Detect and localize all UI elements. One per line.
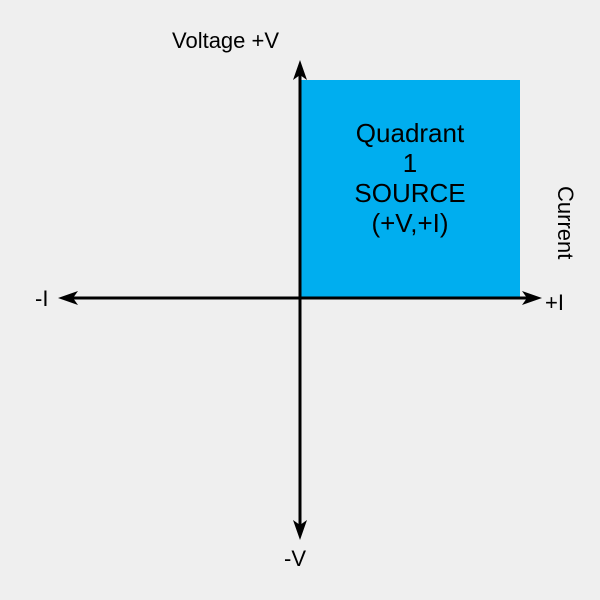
voltage-up-arrow — [293, 60, 307, 80]
quadrant-mode: SOURCE — [354, 178, 466, 208]
current-negative-label: -I — [35, 286, 49, 311]
voltage-negative-label: -V — [284, 546, 306, 571]
current-axis-title: Current — [553, 186, 578, 260]
current-left-arrow — [58, 291, 78, 305]
quadrant-1-label: Quadrant 1 SOURCE (+V,+I) — [300, 118, 520, 238]
quadrant-title: Quadrant — [355, 118, 465, 148]
voltage-positive-label: Voltage +V — [172, 28, 280, 53]
quadrant-signs: (+V,+I) — [371, 208, 449, 238]
current-right-arrow — [522, 291, 542, 305]
quadrant-number: 1 — [402, 148, 418, 178]
current-positive-label: +I — [545, 290, 564, 315]
voltage-down-arrow — [293, 520, 307, 540]
quadrant-1-region — [300, 80, 520, 298]
